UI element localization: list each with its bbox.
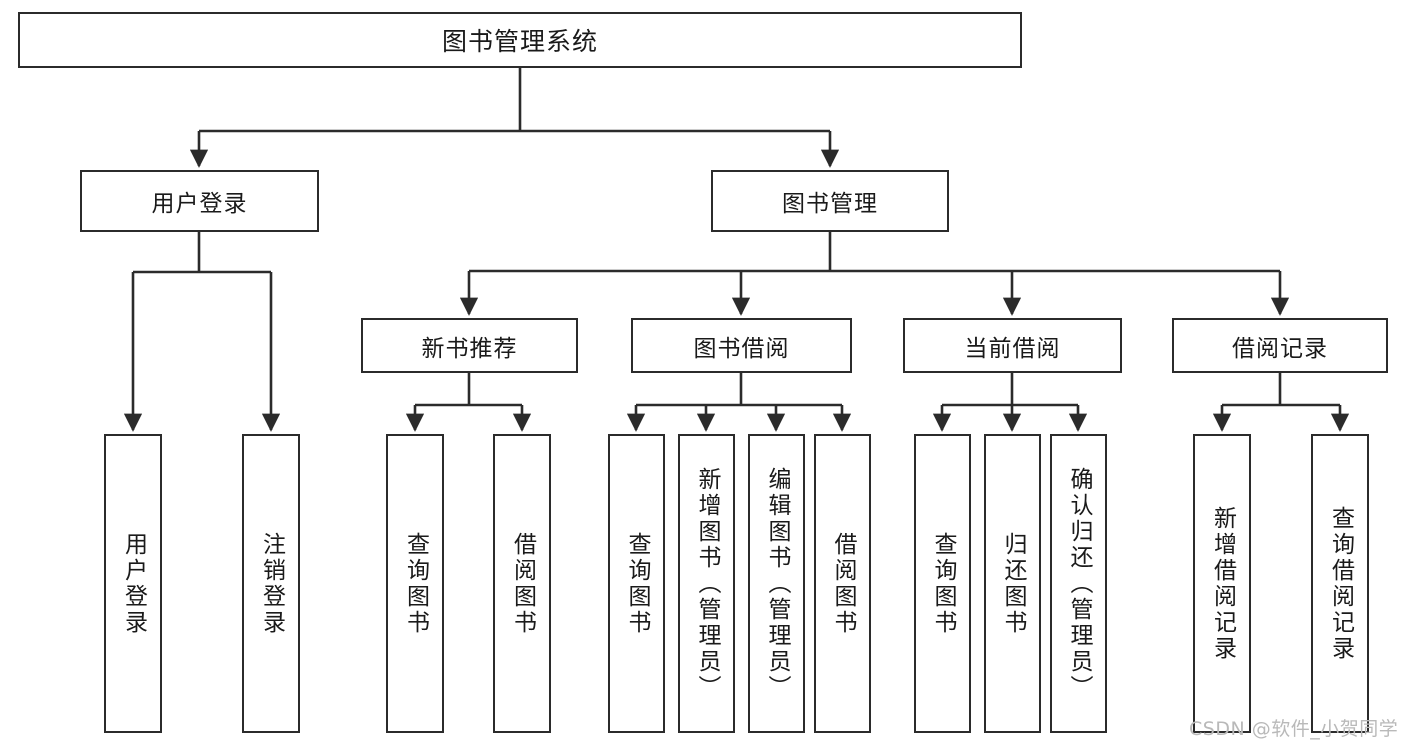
node-leaf-user-login[interactable]: 用户登录 bbox=[104, 434, 162, 733]
node-leaf-query-book-3[interactable]: 查询图书 bbox=[914, 434, 971, 733]
node-leaf-add-record-label: 新增借阅记录 bbox=[1209, 505, 1236, 662]
node-borrow-record-label: 借阅记录 bbox=[1232, 335, 1328, 362]
node-current-borrow[interactable]: 当前借阅 bbox=[903, 318, 1122, 373]
node-current-borrow-label: 当前借阅 bbox=[964, 335, 1061, 362]
node-leaf-query-record-label: 查询借阅记录 bbox=[1327, 505, 1354, 662]
node-root-label: 图书管理系统 bbox=[441, 27, 598, 56]
node-leaf-query-book-2[interactable]: 查询图书 bbox=[608, 434, 665, 733]
node-leaf-query-record[interactable]: 查询借阅记录 bbox=[1311, 434, 1369, 733]
node-leaf-borrow-book-1[interactable]: 借阅图书 bbox=[493, 434, 551, 733]
node-book-manage[interactable]: 图书管理 bbox=[711, 170, 949, 232]
node-leaf-edit-book-label: 编辑图书（管理员） bbox=[764, 466, 790, 701]
node-leaf-query-book-2-label: 查询图书 bbox=[624, 531, 650, 636]
node-book-manage-label: 图书管理 bbox=[782, 191, 878, 217]
node-leaf-add-book-label: 新增图书（管理员） bbox=[694, 466, 720, 701]
node-leaf-query-book-1-label: 查询图书 bbox=[402, 531, 429, 636]
node-leaf-borrow-book-2-label: 借阅图书 bbox=[830, 531, 856, 636]
node-leaf-return-book[interactable]: 归还图书 bbox=[984, 434, 1041, 733]
node-leaf-add-record[interactable]: 新增借阅记录 bbox=[1193, 434, 1251, 733]
node-leaf-add-book[interactable]: 新增图书（管理员） bbox=[678, 434, 735, 733]
node-leaf-confirm-return-label: 确认归还（管理员） bbox=[1066, 466, 1092, 701]
watermark-text: CSDN @软件_小贺同学 bbox=[1189, 718, 1399, 740]
node-new-book-recommend[interactable]: 新书推荐 bbox=[361, 318, 578, 373]
node-book-borrow[interactable]: 图书借阅 bbox=[631, 318, 852, 373]
node-leaf-borrow-book-1-label: 借阅图书 bbox=[509, 531, 536, 636]
node-leaf-query-book-3-label: 查询图书 bbox=[930, 531, 956, 636]
node-leaf-confirm-return[interactable]: 确认归还（管理员） bbox=[1050, 434, 1107, 733]
node-new-book-recommend-label: 新书推荐 bbox=[421, 335, 518, 362]
node-leaf-edit-book[interactable]: 编辑图书（管理员） bbox=[748, 434, 805, 733]
node-leaf-borrow-book-2[interactable]: 借阅图书 bbox=[814, 434, 871, 733]
node-leaf-query-book-1[interactable]: 查询图书 bbox=[386, 434, 444, 733]
node-book-borrow-label: 图书借阅 bbox=[693, 335, 790, 362]
node-borrow-record[interactable]: 借阅记录 bbox=[1172, 318, 1388, 373]
node-user-login-label: 用户登录 bbox=[151, 191, 248, 217]
node-leaf-logout-label: 注销登录 bbox=[258, 531, 285, 636]
node-leaf-return-book-label: 归还图书 bbox=[1000, 531, 1026, 636]
node-user-login[interactable]: 用户登录 bbox=[80, 170, 319, 232]
node-leaf-logout[interactable]: 注销登录 bbox=[242, 434, 300, 733]
node-root[interactable]: 图书管理系统 bbox=[18, 12, 1022, 68]
node-leaf-user-login-label: 用户登录 bbox=[120, 531, 147, 636]
